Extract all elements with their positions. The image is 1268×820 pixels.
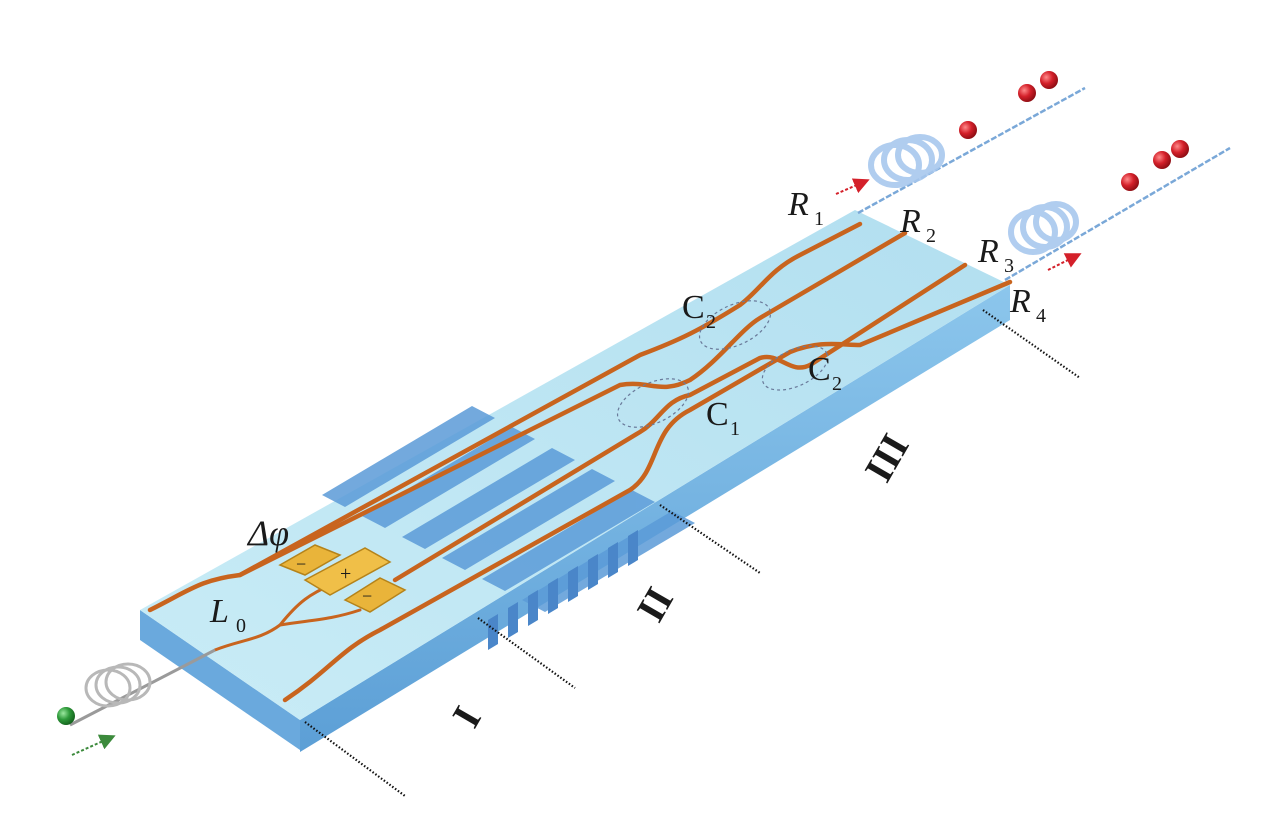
output-top-photon-3-icon — [1040, 71, 1058, 89]
divider-2-3 — [660, 505, 760, 573]
input-fiber-line — [70, 650, 215, 725]
output-fiber-top-line — [858, 88, 1085, 213]
r1-subscript: 1 — [814, 208, 824, 230]
electrode-plus-label: + — [340, 563, 351, 585]
r4-subscript: 4 — [1036, 305, 1046, 327]
l0-label: L — [209, 593, 229, 630]
l0-subscript: 0 — [236, 615, 246, 637]
input-direction-arrow-icon — [72, 737, 112, 755]
section-1-label: I — [443, 699, 490, 735]
r3-subscript: 3 — [1004, 255, 1014, 277]
c1-label: C — [706, 396, 729, 433]
output-top-photon-2-icon — [1018, 84, 1036, 102]
section-3-label: III — [855, 426, 917, 489]
output-fiber-bottom-coil-icon — [1011, 204, 1076, 252]
c2-top-subscript: 2 — [706, 311, 716, 333]
r3-label: R — [977, 233, 999, 270]
r2-label: R — [899, 203, 921, 240]
output-top-photon-1-icon — [959, 121, 977, 139]
r4-label: R — [1009, 283, 1031, 320]
divider-start — [305, 722, 405, 796]
divider-end — [983, 310, 1080, 378]
divider-1-2 — [478, 618, 575, 688]
c2-right-label: C — [808, 351, 831, 388]
section-2-label: II — [628, 580, 683, 629]
r1-label: R — [787, 186, 809, 223]
c2-right-subscript: 2 — [832, 373, 842, 395]
c2-top-label: C — [682, 289, 705, 326]
output-bottom-arrow-icon — [1048, 255, 1078, 270]
input-photon-icon — [57, 707, 75, 725]
output-fiber-bottom — [1005, 140, 1230, 280]
c1-subscript: 1 — [730, 418, 740, 440]
output-bottom-photon-3-icon — [1171, 140, 1189, 158]
output-top-arrow-icon — [836, 181, 866, 194]
input-fiber-coil-icon — [86, 664, 150, 706]
output-fiber-top — [836, 71, 1085, 213]
r2-subscript: 2 — [926, 225, 936, 247]
electrode-minus-top-label: − — [296, 554, 306, 574]
output-fiber-top-coil-icon — [871, 137, 942, 185]
delta-phi-label: Δφ — [246, 513, 289, 553]
output-bottom-photon-1-icon — [1121, 173, 1139, 191]
electrode-minus-bottom-label: − — [362, 586, 372, 606]
output-bottom-photon-2-icon — [1153, 151, 1171, 169]
